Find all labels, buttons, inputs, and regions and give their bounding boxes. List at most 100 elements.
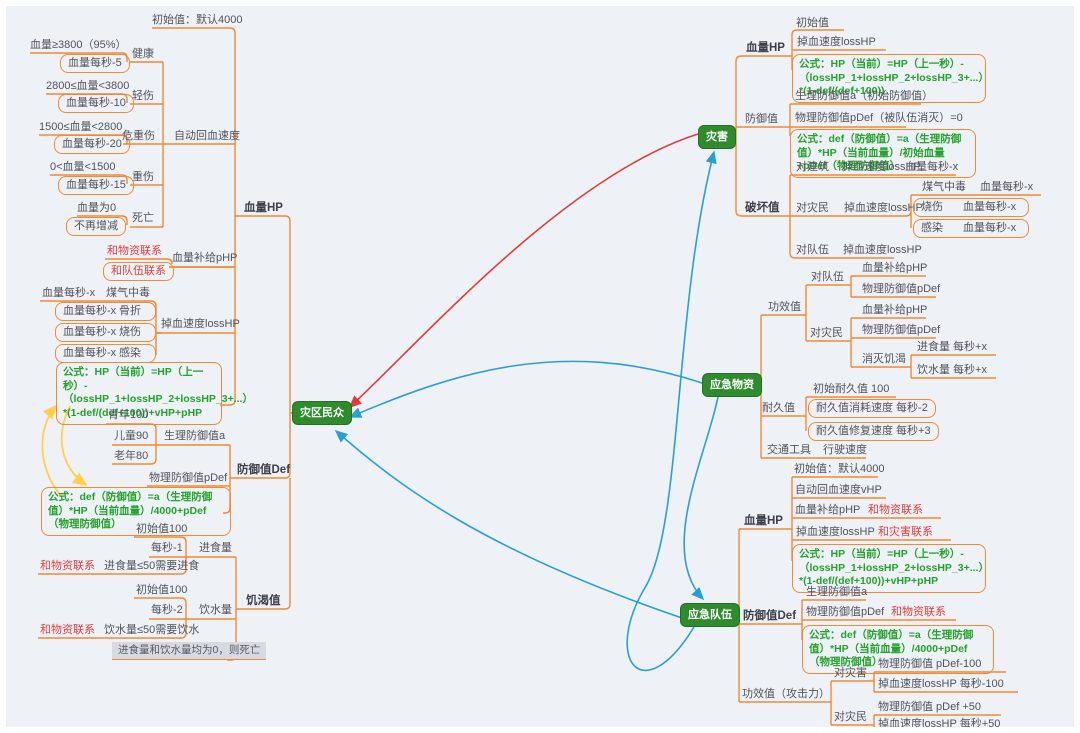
dcause-infection-row[interactable]: 感染血量每秒-x	[913, 219, 1029, 238]
state-light[interactable]: 轻伤	[132, 90, 154, 102]
damage-team[interactable]: 对队伍	[796, 244, 829, 256]
damage-building-rate[interactable]: 血量每秒-x	[905, 161, 959, 173]
effect-team-def[interactable]: 物理防御值pDef	[862, 283, 941, 295]
effect-victims[interactable]: 对灾民	[810, 327, 843, 339]
supplies-effect-label[interactable]: 功效值	[768, 301, 801, 313]
team-effect-disaster-def[interactable]: 物理防御值 pDef-100	[878, 658, 982, 670]
hunger-death-note[interactable]: 进食量和饮水量均为0，则死亡	[112, 642, 267, 660]
victims-hp-autoregen[interactable]: 自动回血速度	[174, 130, 240, 142]
transport-speed[interactable]: 行驶速度	[823, 444, 867, 456]
team-effect-victims-loss[interactable]: 掉血速度lossHP 每秒+50	[878, 718, 1001, 730]
disaster-def-label[interactable]: 防御值	[745, 113, 778, 125]
state-light-cond[interactable]: 2800≤血量<3800	[46, 80, 130, 92]
disaster-hp-label[interactable]: 血量HP	[746, 42, 785, 54]
water-link[interactable]: 和物资联系	[40, 624, 95, 636]
durability-consume[interactable]: 耐久值消耗速度 每秒-2	[808, 399, 936, 418]
disaster-def-physical[interactable]: 物理防御值pDef（被队伍消灭）=0	[795, 112, 963, 124]
team-def-physical[interactable]: 物理防御值pDef	[806, 606, 885, 618]
state-light-rate[interactable]: 血量每秒-10	[58, 94, 134, 113]
team-def-physio[interactable]: 生理防御值a	[806, 586, 868, 598]
team-hp-loss[interactable]: 掉血速度lossHP	[796, 526, 875, 538]
team-def-link[interactable]: 和物资联系	[891, 606, 946, 618]
team-effect-label[interactable]: 功效值（攻击力）	[742, 688, 830, 700]
state-healthy-cond[interactable]: 血量≥3800（95%）	[30, 39, 127, 51]
effect-team-hp[interactable]: 血量补给pHP	[862, 262, 928, 274]
def-youth[interactable]: 青年100	[108, 409, 149, 421]
state-severe-cond[interactable]: 0<血量<1500	[50, 161, 116, 173]
team-effect-victims[interactable]: 对灾民	[834, 711, 867, 723]
durability-initial[interactable]: 初始耐久值 100	[813, 383, 890, 395]
durability-label[interactable]: 耐久值	[762, 402, 795, 414]
cause-gas[interactable]: 煤气中毒	[106, 287, 150, 299]
state-severe[interactable]: 重伤	[132, 171, 154, 183]
food-link[interactable]: 和物资联系	[40, 560, 95, 572]
disaster-def-physio[interactable]: 生理防御值a（初始防御值）	[795, 90, 934, 102]
victims-hunger-label[interactable]: 饥渴值	[246, 595, 281, 607]
damage-victims[interactable]: 对灾民	[796, 202, 829, 214]
team-hp-regen[interactable]: 自动回血速度vHP	[795, 484, 882, 496]
water-rate[interactable]: 每秒-2	[151, 604, 183, 616]
state-dead-cond[interactable]: 血量为0	[77, 202, 117, 214]
victims-supply-link-team[interactable]: 和队伍联系	[103, 262, 174, 281]
food-rate[interactable]: 每秒-1	[151, 542, 183, 554]
state-healthy-rate[interactable]: 血量每秒-5	[60, 54, 130, 73]
disaster-hp-initial[interactable]: 初始值	[796, 17, 829, 29]
team-effect-disaster-loss[interactable]: 掉血速度lossHP 每秒-100	[878, 678, 1004, 690]
effect-victims-def[interactable]: 物理防御值pDef	[862, 324, 941, 336]
cause-gas-rate[interactable]: 血量每秒-x	[42, 287, 96, 299]
def-child[interactable]: 儿童90	[114, 430, 149, 442]
water-label[interactable]: 饮水量	[199, 604, 232, 616]
victims-supply-php[interactable]: 血量补给pHP	[172, 252, 238, 264]
victims-topic[interactable]: 灾区民众	[292, 401, 352, 425]
food-note[interactable]: 进食量≤50需要进食	[104, 560, 200, 572]
dcause-gas[interactable]: 煤气中毒	[922, 181, 966, 193]
disaster-topic[interactable]: 灾害	[698, 125, 736, 149]
damage-building[interactable]: 对建筑	[796, 161, 829, 173]
state-severe-rate[interactable]: 血量每秒-15	[58, 176, 134, 195]
state-critical-rate[interactable]: 血量每秒-20	[54, 135, 130, 154]
team-effect-disaster[interactable]: 对灾害	[834, 667, 867, 679]
food-initial[interactable]: 初始值100	[136, 523, 188, 535]
damage-victims-loss[interactable]: 掉血速度lossHP	[844, 202, 923, 214]
disaster-damage-label[interactable]: 破坏值	[745, 202, 780, 214]
food-label[interactable]: 进食量	[199, 542, 232, 554]
team-def-label[interactable]: 防御值Def	[743, 610, 797, 622]
state-critical-cond[interactable]: 1500≤血量<2800	[39, 121, 123, 133]
victims-def-physio[interactable]: 生理防御值a	[164, 430, 226, 442]
victims-def-label[interactable]: 防御值Def	[237, 464, 291, 476]
effect-team[interactable]: 对队伍	[811, 271, 844, 283]
water-note[interactable]: 饮水量≤50需要饮水	[104, 624, 200, 636]
victims-hp-initial[interactable]: 初始值：默认4000	[152, 14, 243, 26]
team-hp-initial[interactable]: 初始值：默认4000	[794, 463, 885, 475]
def-elder[interactable]: 老年80	[114, 450, 149, 462]
team-hp-supply[interactable]: 血量补给pHP	[795, 504, 861, 516]
effect-hunger-label[interactable]: 消灭饥渴	[862, 353, 906, 365]
victims-supply-link-supplies[interactable]: 和物资联系	[107, 245, 162, 257]
victims-hp-label[interactable]: 血量HP	[244, 202, 283, 214]
supplies-topic[interactable]: 应急物资	[702, 373, 762, 397]
team-hp-loss-link[interactable]: 和灾害联系	[878, 526, 933, 538]
effect-victims-hp[interactable]: 血量补给pHP	[862, 304, 928, 316]
dcause-burn-row[interactable]: 烧伤血量每秒-x	[913, 198, 1029, 217]
effect-hunger-food[interactable]: 进食量 每秒+x	[917, 341, 987, 353]
state-healthy[interactable]: 健康	[132, 48, 154, 60]
state-dead[interactable]: 死亡	[132, 212, 154, 224]
transport-label[interactable]: 交通工具	[767, 444, 811, 456]
state-critical[interactable]: 危重伤	[122, 130, 155, 142]
state-dead-rate[interactable]: 不再增减	[66, 217, 126, 236]
team-topic[interactable]: 应急队伍	[680, 603, 740, 627]
victims-losshp[interactable]: 掉血速度lossHP	[161, 318, 240, 330]
water-initial[interactable]: 初始值100	[136, 584, 188, 596]
dcause-gas-rate[interactable]: 血量每秒-x	[980, 181, 1034, 193]
effect-hunger-water[interactable]: 饮水量 每秒+x	[917, 364, 987, 376]
team-hp-supply-link[interactable]: 和物资联系	[868, 504, 923, 516]
disaster-hp-loss[interactable]: 掉血速度lossHP	[797, 36, 876, 48]
team-effect-victims-def[interactable]: 物理防御值 pDef +50	[878, 701, 982, 713]
durability-repair[interactable]: 耐久值修复速度 每秒+3	[808, 422, 939, 441]
team-hp-label[interactable]: 血量HP	[744, 515, 783, 527]
damage-team-loss[interactable]: 掉血速度lossHP	[843, 244, 922, 256]
victims-def-physical[interactable]: 物理防御值pDef	[149, 472, 228, 484]
